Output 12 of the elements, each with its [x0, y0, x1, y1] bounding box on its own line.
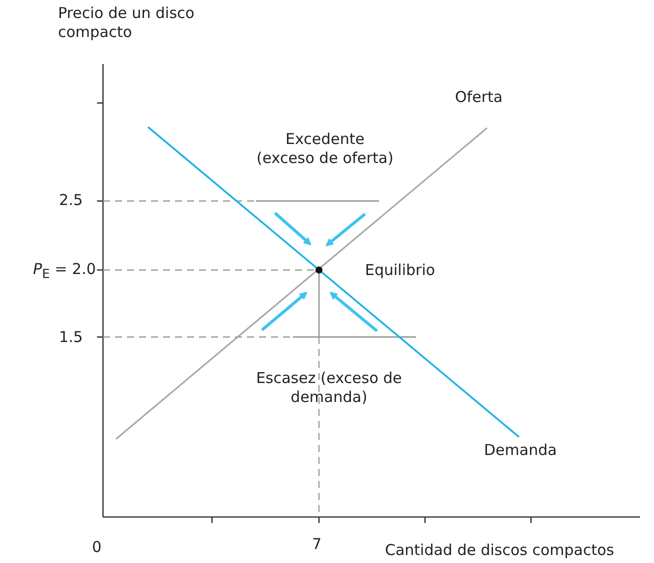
region-label: Escasez (exceso de demanda) — [255, 369, 403, 407]
tick-label: P$_{E}$ = 2.0 — [33, 260, 96, 283]
curve-label: Demanda — [484, 441, 557, 460]
axis-title: Precio de un disco compacto — [58, 4, 196, 42]
tick-label: 2.5 — [59, 191, 83, 210]
region-label: Excedente (exceso de oferta) — [256, 130, 394, 168]
tick-label: 1.5 — [59, 328, 83, 347]
point-label: Equilibrio — [365, 261, 436, 280]
axis-title: Cantidad de discos compactos — [385, 541, 614, 560]
curve-label: Oferta — [455, 88, 503, 107]
tick-label: 0 — [92, 538, 102, 557]
tick-label: 7 — [312, 535, 322, 554]
